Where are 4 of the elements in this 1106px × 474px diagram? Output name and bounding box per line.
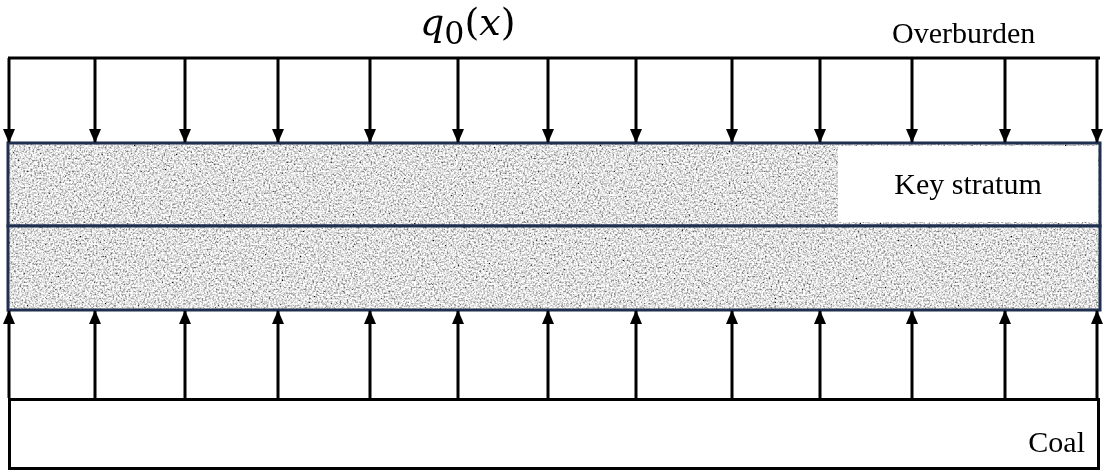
- label-box: Key stratum: [838, 146, 1098, 222]
- layer-name: Overburden: [892, 16, 1036, 49]
- load-symbol: q$_{0}$(x): [420, 2, 516, 51]
- coal-seam-box: Coal: [8, 398, 1100, 470]
